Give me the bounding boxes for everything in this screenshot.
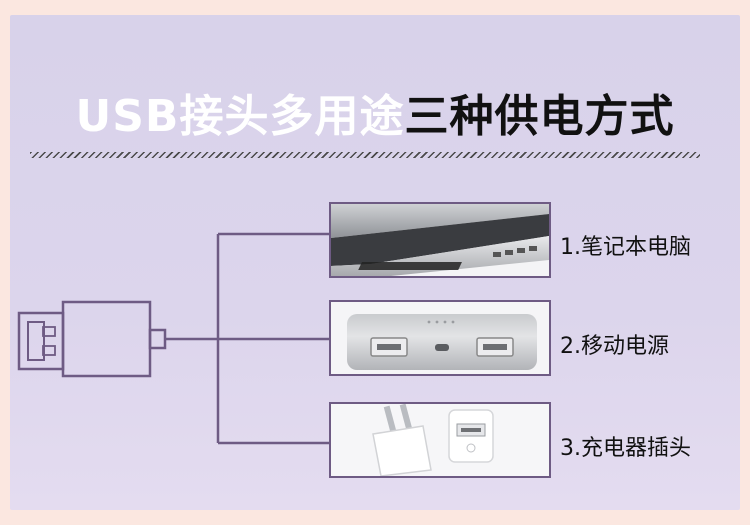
option-label-charger: 3.充电器插头	[560, 436, 691, 461]
title-part-power: 三种供电方式	[404, 91, 675, 142]
option-label-laptop: 1.笔记本电脑	[560, 235, 691, 260]
connector-lines	[165, 232, 329, 445]
power-bank-photo	[329, 300, 551, 376]
charger-plug-photo	[329, 402, 551, 478]
usb-plug-icon	[17, 300, 167, 378]
title-part-usb: USB接头多用途	[75, 91, 405, 142]
option-label-power-bank: 2.移动电源	[560, 334, 669, 359]
page-title: USB接头多用途三种供电方式	[0, 80, 750, 144]
laptop-photo	[329, 202, 551, 278]
hatched-divider	[30, 152, 700, 158]
